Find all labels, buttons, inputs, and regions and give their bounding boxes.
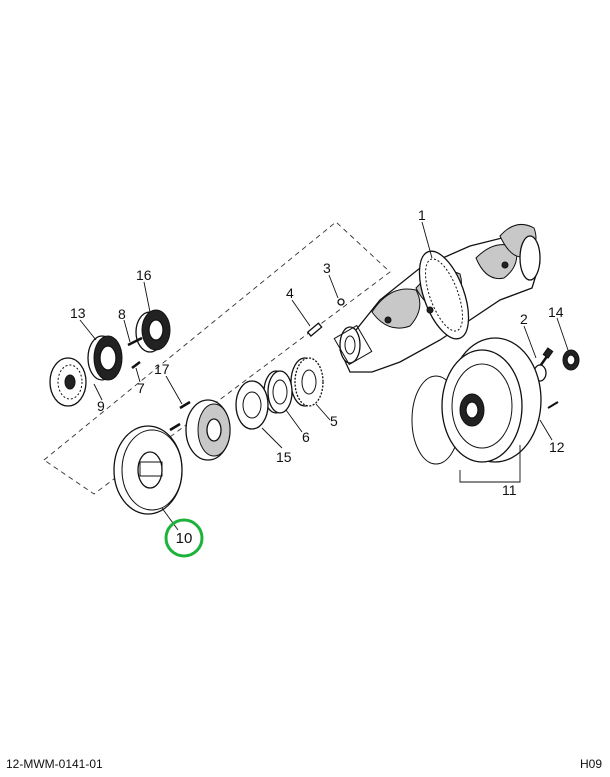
page-code: H09 [579,757,602,771]
spacer-part-6[interactable] [263,370,293,414]
callout-6: 6 [302,429,310,445]
callout-9: 9 [97,398,105,414]
crank-gear-part-5[interactable] [290,357,324,407]
callout-2: 2 [520,311,528,327]
flywheel-part-12[interactable] [441,337,559,463]
highlighted-callout-10[interactable]: 10 [164,518,204,558]
key-part-4[interactable] [306,322,323,337]
pulley-part-16[interactable] [135,309,171,353]
bolt-part-8[interactable] [127,336,143,347]
callout-10: 10 [176,530,193,547]
callout-11: 11 [502,482,517,498]
callout-12: 12 [549,439,565,455]
callout-3: 3 [323,260,331,276]
damper-part-10[interactable] [113,425,183,515]
callout-17: 17 [154,361,170,377]
washer-part-15[interactable] [235,380,269,430]
assembly-boundary [43,221,391,495]
callout-7: 7 [137,380,145,396]
leader-lines [79,221,569,531]
pin-part-3[interactable] [337,298,345,306]
callout-4: 4 [286,285,294,301]
hub-part-17[interactable] [169,399,231,461]
highlight-ring [164,518,204,558]
pilot-bearing-part-14[interactable] [562,349,580,371]
pulley-part-13[interactable] [87,335,123,381]
figure-id: 12-MWM-0141-01 [6,757,103,771]
callout-13: 13 [70,305,86,321]
crankshaft-part-1[interactable] [333,223,541,373]
bolt-part-7[interactable] [131,361,141,369]
callout-15: 15 [276,449,292,465]
callout-1: 1 [418,207,426,223]
callout-8: 8 [118,306,126,322]
callout-5: 5 [330,413,338,429]
callout-16: 16 [136,267,152,283]
pulley-part-9[interactable] [49,357,87,407]
callout-14: 14 [548,304,564,320]
